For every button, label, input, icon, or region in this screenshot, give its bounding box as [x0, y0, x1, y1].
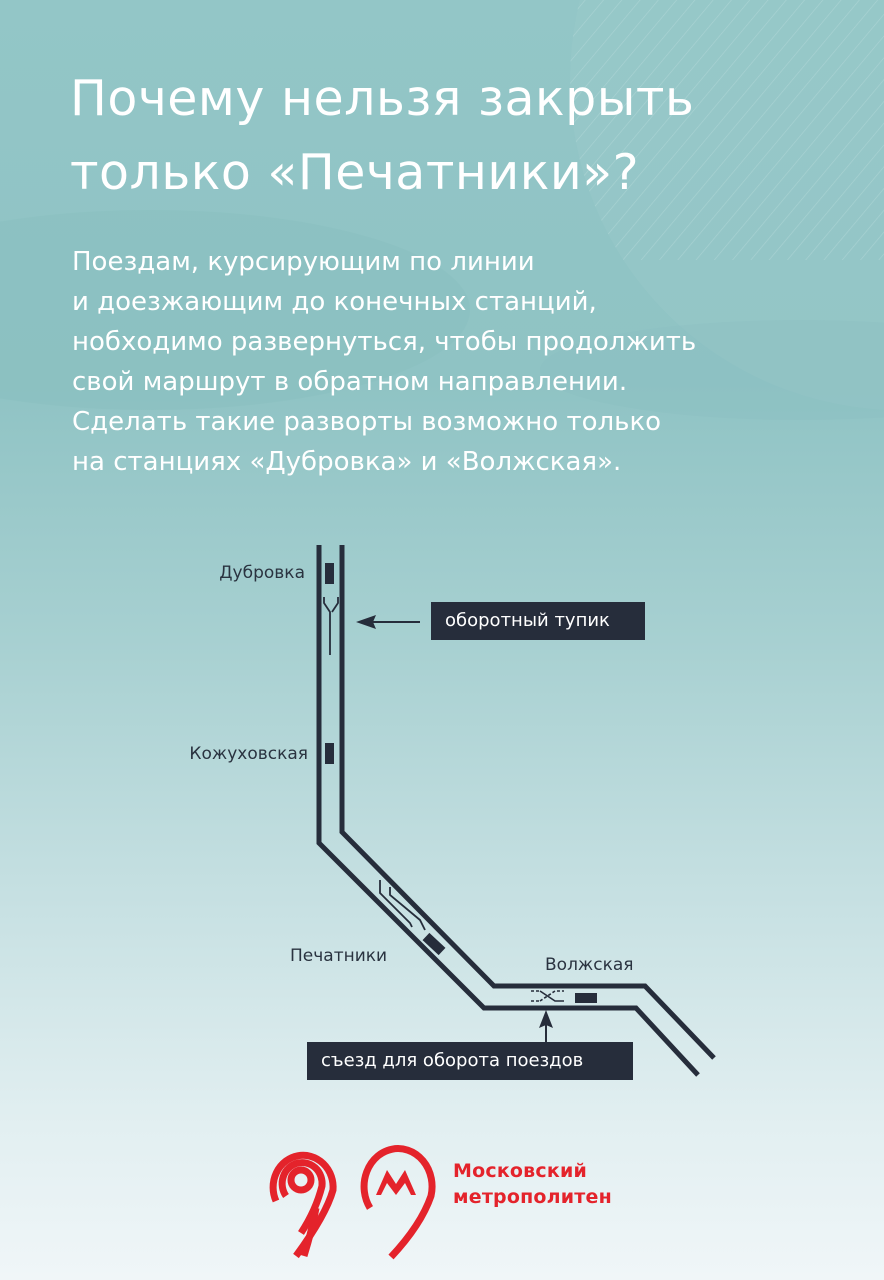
pechatniki-siding — [379, 880, 426, 931]
brand-name: Московский метрополитен — [453, 1158, 612, 1210]
turnback-siding — [323, 597, 339, 655]
callout-turnback-siding: оборотный тупик — [431, 602, 645, 640]
title-line-2: только «Печатники»? — [70, 144, 640, 201]
explanation-text: Поездам, курсирующим по линии и доезжающ… — [72, 242, 852, 482]
body-line-6: на станциях «Дубровка» и «Волжская». — [72, 447, 622, 477]
main-tracks — [316, 545, 716, 1077]
body-line-3: нобходимо развернуться, чтобы продолжить — [72, 327, 697, 357]
platform-kozhukhovskaya — [325, 743, 334, 764]
station-label-kozhukhovskaya: Кожуховская — [189, 744, 308, 764]
arrow-left-icon — [356, 615, 420, 629]
body-line-2: и доезжающим до конечных станций, — [72, 287, 597, 317]
body-line-5: Сделать такие разворты возможно только — [72, 407, 662, 437]
title-line-1: Почему нельзя закрыть — [70, 70, 695, 127]
platform-volzhskaya — [575, 993, 597, 1003]
body-line-4: свой маршрут в обратном направлении. — [72, 367, 628, 397]
body-line-1: Поездам, курсирующим по линии — [72, 247, 535, 277]
station-label-volzhskaya: Волжская — [545, 955, 634, 975]
track-left — [316, 545, 700, 1077]
brand-line-2: метрополитен — [453, 1186, 612, 1208]
station-label-pechatniki: Печатники — [290, 946, 387, 966]
station-label-dubrovka: Дубровка — [219, 563, 305, 583]
track-right — [339, 545, 716, 1060]
crossover — [531, 990, 564, 1002]
brand-line-1: Московский — [453, 1160, 587, 1182]
poster-title: Почему нельзя закрыть только «Печатники»… — [70, 62, 850, 210]
platform-dubrovka — [325, 563, 334, 584]
callout-crossover: съезд для оборота поездов — [307, 1042, 633, 1080]
arrow-up-icon — [539, 1010, 553, 1042]
platform-pechatniki — [422, 932, 446, 956]
